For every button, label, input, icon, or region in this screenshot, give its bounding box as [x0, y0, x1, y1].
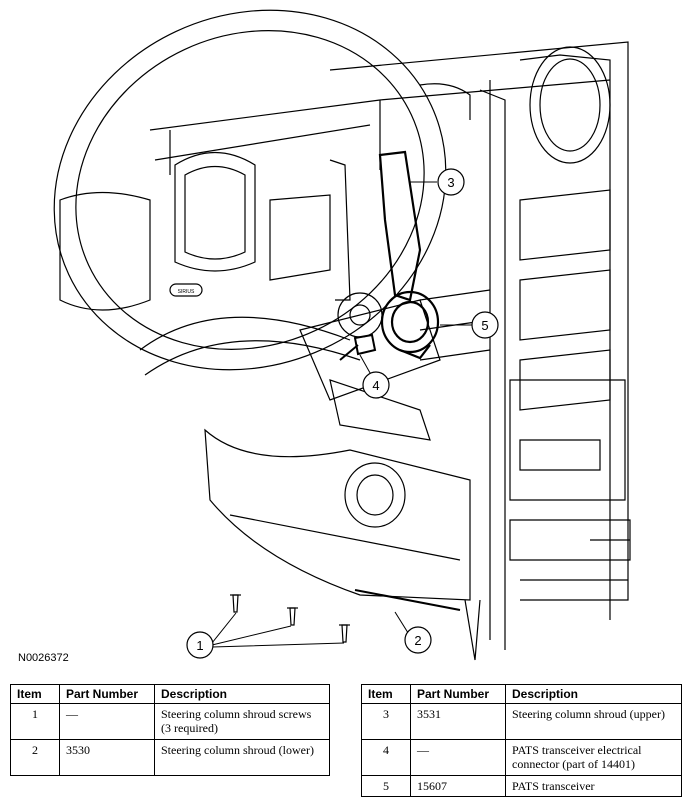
dashboard-outline [149, 41, 631, 650]
figure-id: N0026372 [18, 652, 69, 664]
wheel-badge-text: SIRIUS [178, 289, 195, 295]
cell-description: Steering column shroud (upper) [505, 703, 682, 740]
svg-text:2: 2 [414, 633, 421, 648]
cell-part-number: 3531 [410, 703, 506, 740]
cell-part-number: 15607 [410, 775, 506, 797]
table-row: 2 3530 Steering column shroud (lower) [10, 739, 330, 776]
cell-description: Steering column shroud screws (3 require… [154, 703, 330, 740]
cell-part-number: — [59, 703, 155, 740]
callout-4: 4 [362, 371, 390, 399]
header-part-number: Part Number [59, 684, 155, 704]
svg-text:3: 3 [447, 175, 454, 190]
cell-item: 1 [10, 703, 60, 740]
cell-description: Steering column shroud (lower) [154, 739, 330, 776]
callout-1: 1 [186, 631, 214, 659]
pats-transceiver [380, 290, 440, 360]
shroud-screws [230, 594, 350, 643]
header-part-number: Part Number [410, 684, 506, 704]
cell-part-number: — [410, 739, 506, 776]
header-item: Item [361, 684, 411, 704]
table-header-row: Item Part Number Description [361, 684, 682, 704]
cell-item: 5 [361, 775, 411, 797]
callout-3: 3 [437, 168, 465, 196]
cell-item: 2 [10, 739, 60, 776]
callout-5: 5 [471, 311, 499, 339]
steering-column [299, 292, 441, 441]
steering-column-illustration: 3 5 4 2 1 SIRIUS [53, 9, 631, 661]
table-row: 5 15607 PATS transceiver [361, 775, 682, 797]
cell-part-number: 3530 [59, 739, 155, 776]
header-item: Item [10, 684, 60, 704]
svg-text:1: 1 [196, 638, 203, 653]
cell-item: 4 [361, 739, 411, 776]
table-row: 3 3531 Steering column shroud (upper) [361, 703, 682, 740]
steering-wheel [53, 9, 447, 376]
upper-shroud [378, 150, 422, 302]
svg-text:4: 4 [372, 378, 379, 393]
cell-description: PATS transceiver [505, 775, 682, 797]
table-row: 1 — Steering column shroud screws (3 req… [10, 703, 330, 740]
leader-lines [211, 181, 473, 648]
svg-text:5: 5 [481, 318, 488, 333]
parts-table-right: Item Part Number Description 3 3531 Stee… [361, 684, 682, 797]
parts-table-left: Item Part Number Description 1 — Steerin… [10, 684, 330, 776]
lower-shroud [204, 428, 481, 661]
header-description: Description [154, 684, 330, 704]
cell-item: 3 [361, 703, 411, 740]
table-header-row: Item Part Number Description [10, 684, 330, 704]
header-description: Description [505, 684, 682, 704]
cell-description: PATS transceiver electrical connector (p… [505, 739, 682, 776]
pats-connector [339, 333, 377, 361]
table-row: 4 — PATS transceiver electrical connecto… [361, 739, 682, 776]
callout-2: 2 [404, 626, 432, 654]
